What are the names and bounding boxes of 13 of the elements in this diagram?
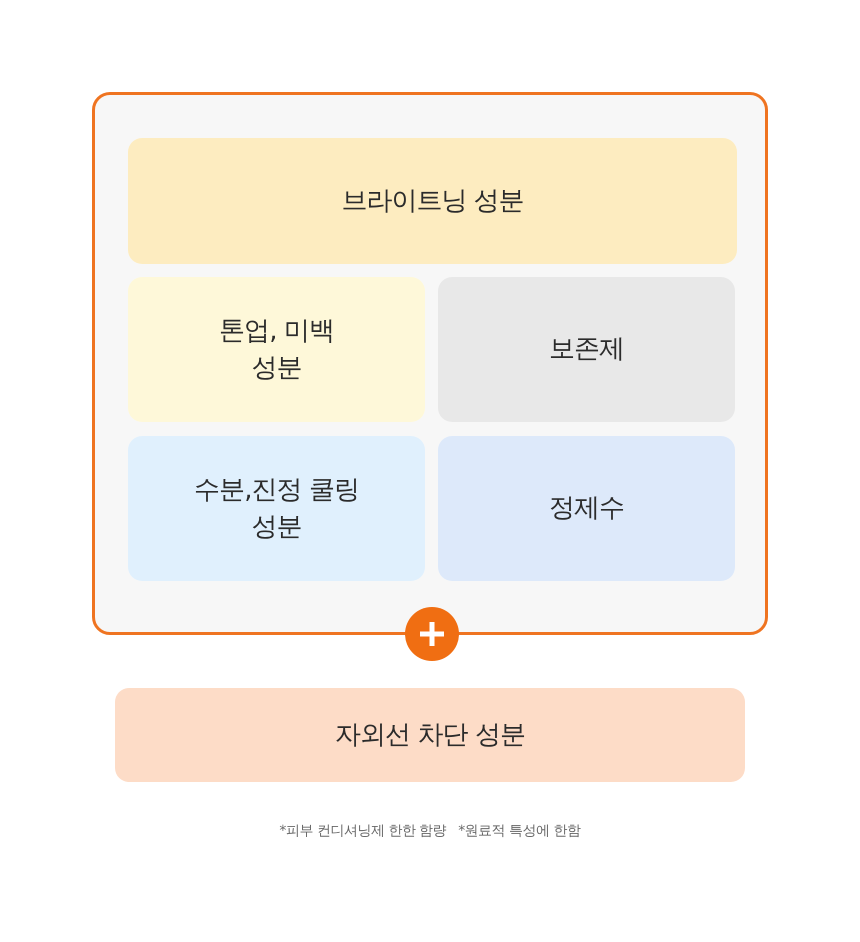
- ingredient-label: 정제수: [549, 492, 624, 526]
- ingredient-box: [128, 138, 737, 264]
- ingredient-box: [438, 436, 735, 581]
- ingredient-label: 자외선 차단 성분: [335, 718, 525, 752]
- outer-panel: [92, 92, 768, 635]
- ingredient-box: [128, 277, 425, 422]
- ingredient-label: 브라이트닝 성분: [341, 184, 524, 218]
- footnote: *원료적 특성에 한함: [458, 822, 581, 840]
- ingredient-label: 톤업, 미백 성분: [218, 315, 335, 384]
- footnote: *피부 컨디셔닝제 한한 함량: [279, 822, 446, 840]
- ingredient-label: 보존제: [549, 333, 624, 366]
- ingredient-label: 수분,진정 쿨링 성분: [193, 474, 360, 544]
- ingredient-box: [115, 688, 745, 782]
